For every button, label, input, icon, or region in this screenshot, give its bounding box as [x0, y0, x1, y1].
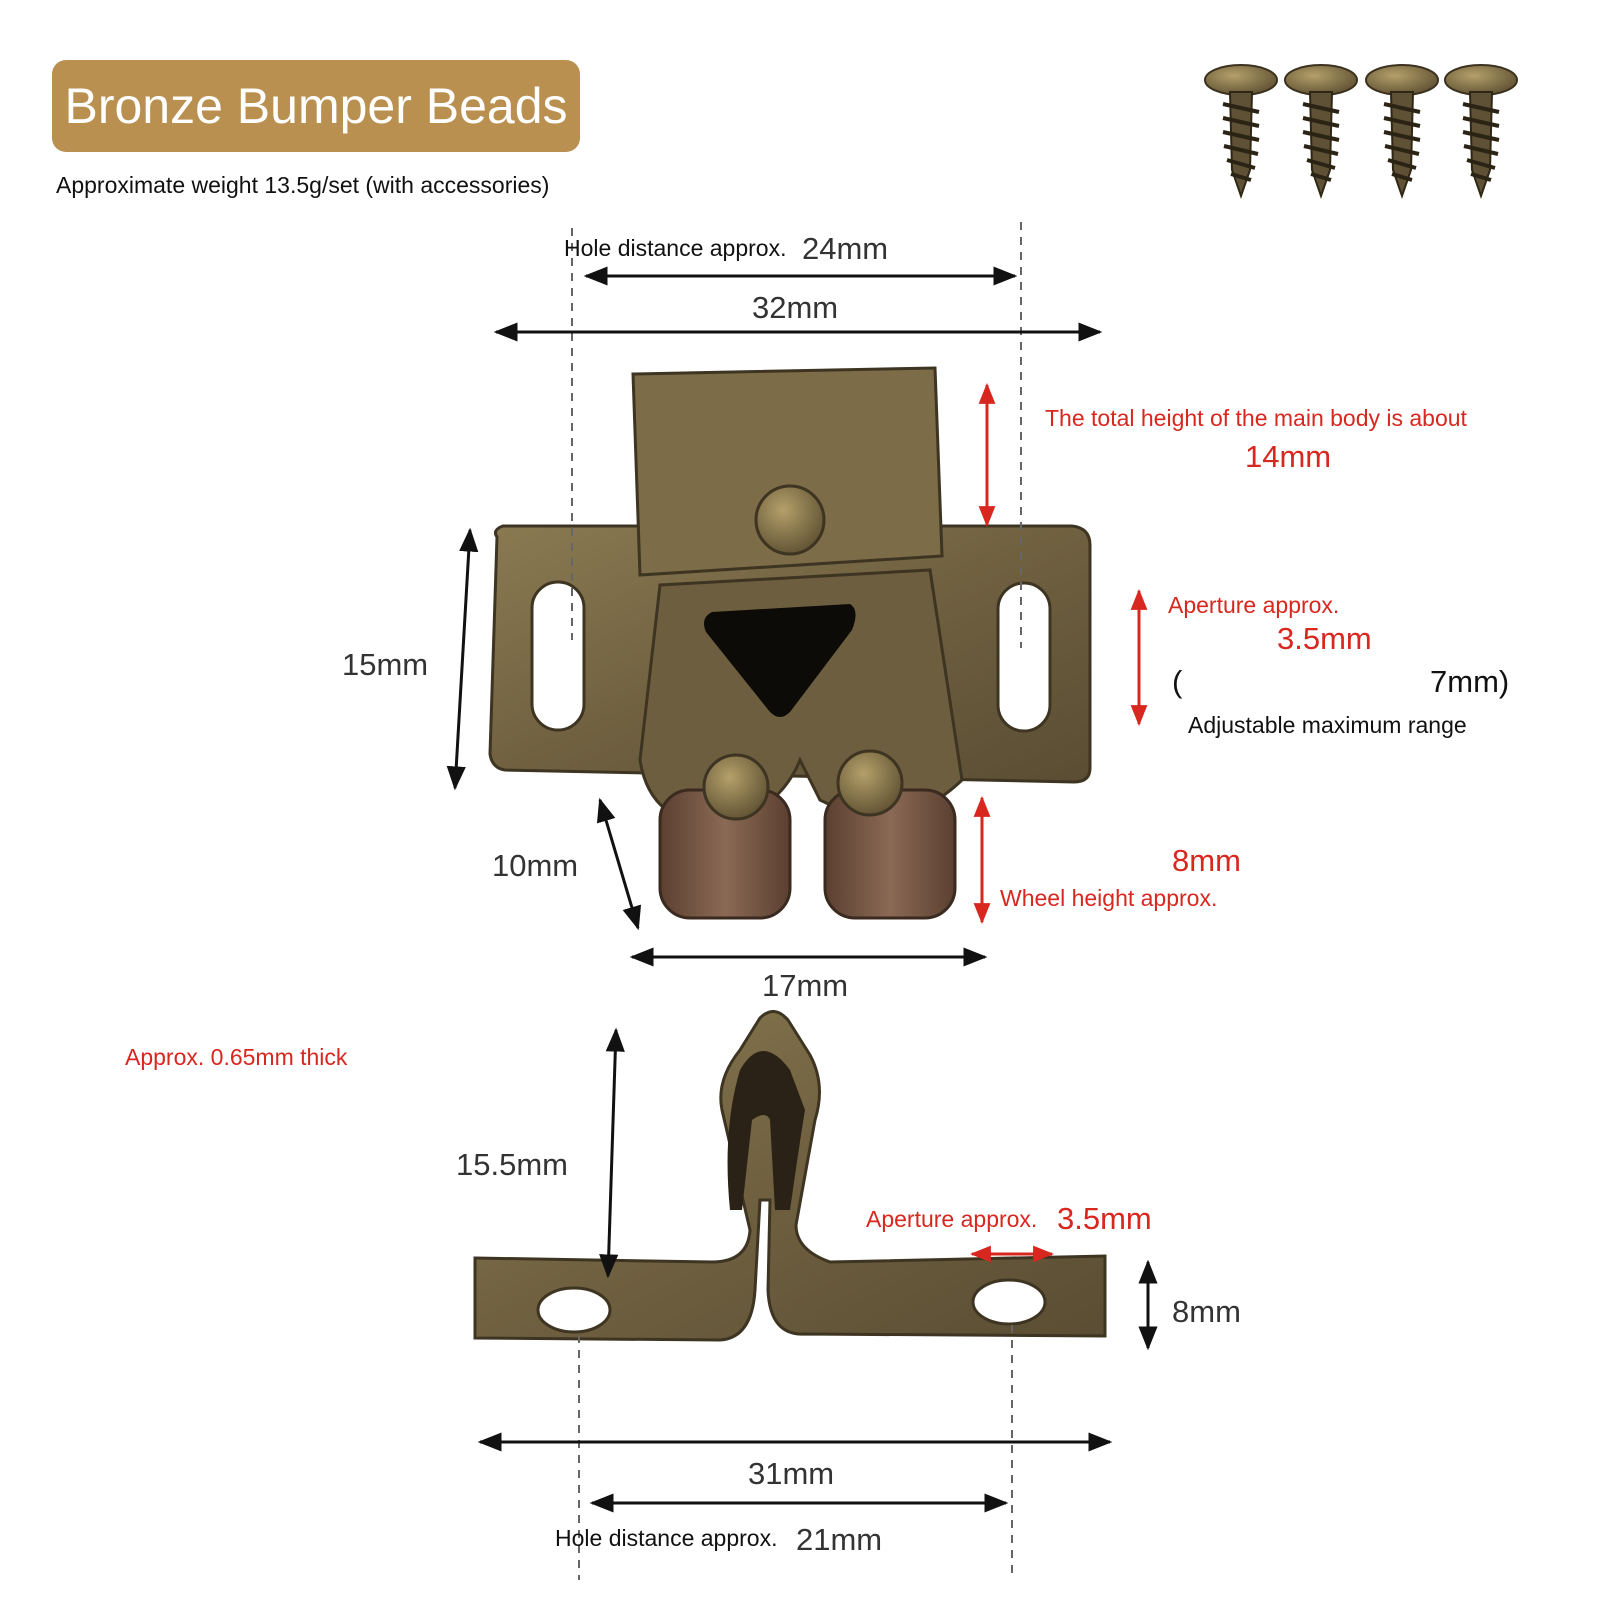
screw-icon — [1284, 64, 1358, 200]
red-dimension-arrows — [969, 382, 1148, 1263]
thickness-note: Approx. 0.65mm thick — [125, 1044, 348, 1070]
strike-aperture-label: Aperture approx. — [866, 1206, 1038, 1232]
range-max-value: 7mm) — [1430, 664, 1510, 699]
hole-distance-top-label: Hole distance approx. — [564, 235, 787, 261]
dimension-arrows — [446, 266, 1158, 1513]
product-title: Bronze Bumper Beads — [64, 78, 568, 134]
body-height-value: 14mm — [1245, 439, 1332, 474]
screw-icon — [1444, 64, 1518, 200]
strike-height-arrow — [599, 1027, 625, 1279]
width-32mm-label: 32mm — [752, 290, 839, 325]
strike-height-label: 15.5mm — [456, 1147, 568, 1182]
hole-distance-top-value: 24mm — [802, 231, 889, 266]
hole-distance-bottom-value: 21mm — [796, 1522, 883, 1557]
wheel-height-label: Wheel height approx. — [1000, 885, 1218, 911]
aperture-value: 3.5mm — [1277, 621, 1372, 656]
weight-note: Approximate weight 13.5g/set (with acces… — [56, 172, 550, 198]
screw-icon — [1365, 64, 1439, 200]
roller-width-label: 17mm — [762, 968, 849, 1003]
roller-catch-illustration — [488, 366, 1092, 920]
screw-icon — [1204, 64, 1278, 200]
plate-height-arrow — [446, 527, 479, 791]
wheel-diameter-label: 10mm — [492, 848, 579, 883]
body-height-label: The total height of the main body is abo… — [1045, 405, 1467, 431]
product-title-badge: Bronze Bumper Beads — [52, 60, 580, 152]
hole-guide-lines — [571, 222, 1022, 1580]
plate-height-label: 15mm — [342, 647, 429, 682]
strike-plate-illustration — [473, 1010, 1107, 1342]
wheel-height-value: 8mm — [1172, 843, 1241, 878]
range-label: Adjustable maximum range — [1188, 712, 1467, 738]
aperture-label: Aperture approx. — [1168, 592, 1340, 618]
length-31mm-label: 31mm — [748, 1456, 835, 1491]
hole-distance-bottom-label: Hole distance approx. — [555, 1525, 778, 1551]
wheel-diameter-arrow — [596, 797, 642, 931]
strike-aperture-value: 3.5mm — [1057, 1201, 1152, 1236]
range-open-paren: ( — [1172, 664, 1183, 699]
strike-width-label: 8mm — [1172, 1294, 1241, 1329]
